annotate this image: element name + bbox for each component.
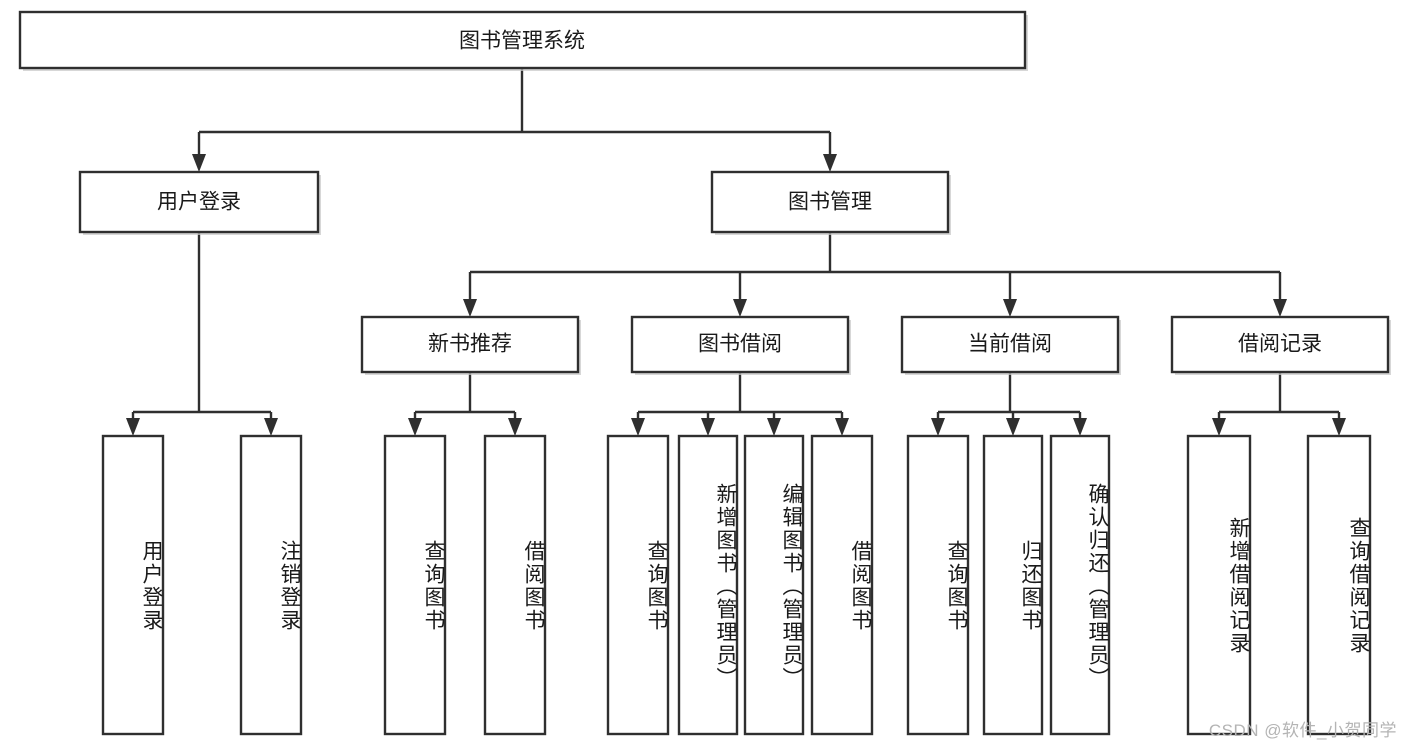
node-borrow-record[interactable]: 借阅记录	[1170, 315, 1391, 375]
leaf-rect-query-book-2[interactable]	[606, 434, 670, 736]
node-user-login-label: 用户登录	[157, 191, 241, 214]
arrow-head-borrow-leaf-1	[631, 418, 645, 436]
leaf-rect-query-book-3[interactable]	[906, 434, 970, 736]
node-current-borrow-rect	[900, 315, 1120, 374]
node-book-manage[interactable]: 图书管理	[710, 170, 951, 235]
leaf-label-query-book-2: 查询图书	[645, 540, 668, 632]
leaf-rect-return-book[interactable]	[982, 434, 1044, 736]
leaf-label-user-login: 用户登录	[140, 540, 163, 632]
node-book-borrow[interactable]: 图书借阅	[630, 315, 851, 375]
leaf-label-borrow-book-2: 借阅图书	[849, 540, 872, 632]
node-root-rect	[18, 10, 1027, 70]
arrow-head-book-manage	[823, 154, 837, 172]
leaf-rect-borrow-book-1[interactable]	[483, 434, 547, 736]
node-book-borrow-rect	[630, 315, 850, 374]
node-book-manage-rect	[710, 170, 950, 234]
node-root-label: 图书管理系统	[459, 30, 585, 53]
arrow-head-newbook-leaf-1	[408, 418, 422, 436]
node-current-borrow-label: 当前借阅	[968, 333, 1052, 356]
leaf-rect-add-book[interactable]	[677, 434, 739, 736]
node-user-login[interactable]: 用户登录	[78, 170, 321, 235]
leaf-label-confirm-return: 确认归还（管理员）	[1086, 482, 1109, 690]
leaf-label-add-book: 新增图书（管理员）	[714, 482, 737, 690]
node-layer: 图书管理系统 用户登录 图书管理 新书推荐	[18, 10, 1391, 736]
node-new-book-recommend-label: 新书推荐	[428, 333, 512, 356]
leaf-box-layer	[101, 434, 1372, 736]
arrow-head-current-leaf-2	[1006, 418, 1020, 436]
node-root[interactable]: 图书管理系统	[18, 10, 1028, 71]
leaf-label-borrow-book-1: 借阅图书	[522, 540, 545, 632]
node-borrow-record-rect	[1170, 315, 1390, 374]
leaf-rect-borrow-book-2[interactable]	[810, 434, 874, 736]
arrow-head-user-login	[192, 154, 206, 172]
arrow-head-newbook	[463, 299, 477, 317]
leaf-rect-logout[interactable]	[239, 434, 303, 736]
leaf-label-return-book: 归还图书	[1019, 540, 1042, 632]
leaf-label-logout: 注销登录	[278, 540, 301, 632]
leaf-label-add-record: 新增借阅记录	[1227, 517, 1250, 655]
arrow-head-borrow-leaf-2	[701, 418, 715, 436]
node-book-manage-label: 图书管理	[788, 191, 872, 214]
node-new-book-recommend[interactable]: 新书推荐	[360, 315, 581, 375]
arrow-head-newbook-leaf-2	[508, 418, 522, 436]
arrow-head-borrow-leaf-4	[835, 418, 849, 436]
leaf-rect-query-book-1[interactable]	[383, 434, 447, 736]
leaf-label-query-record: 查询借阅记录	[1347, 517, 1370, 655]
node-book-borrow-label: 图书借阅	[698, 333, 782, 356]
leaf-rect-query-record[interactable]	[1306, 434, 1372, 736]
leaf-rect-edit-book[interactable]	[743, 434, 805, 736]
leaf-label-query-book-3: 查询图书	[945, 540, 968, 632]
arrow-head-record-leaf-1	[1212, 418, 1226, 436]
leaf-rect-confirm-return[interactable]	[1049, 434, 1111, 736]
leaf-rect-user-login[interactable]	[101, 434, 165, 736]
arrow-head-current-borrow	[1003, 299, 1017, 317]
arrow-head-leaf-user-login	[126, 418, 140, 436]
leaf-rect-add-record[interactable]	[1186, 434, 1252, 736]
arrow-head-current-leaf-1	[931, 418, 945, 436]
arrow-head-borrow-leaf-3	[767, 418, 781, 436]
arrow-head-current-leaf-3	[1073, 418, 1087, 436]
node-new-book-recommend-rect	[360, 315, 580, 374]
arrow-head-leaf-logout	[264, 418, 278, 436]
connector-layer	[126, 68, 1346, 436]
node-borrow-record-label: 借阅记录	[1238, 333, 1322, 356]
node-current-borrow[interactable]: 当前借阅	[900, 315, 1121, 375]
arrow-head-borrow	[733, 299, 747, 317]
leaf-label-edit-book: 编辑图书（管理员）	[780, 482, 803, 690]
leaf-label-query-book-1: 查询图书	[422, 540, 445, 632]
arrow-head-borrow-record	[1273, 299, 1287, 317]
arrow-head-record-leaf-2	[1332, 418, 1346, 436]
node-user-login-rect	[78, 170, 320, 234]
